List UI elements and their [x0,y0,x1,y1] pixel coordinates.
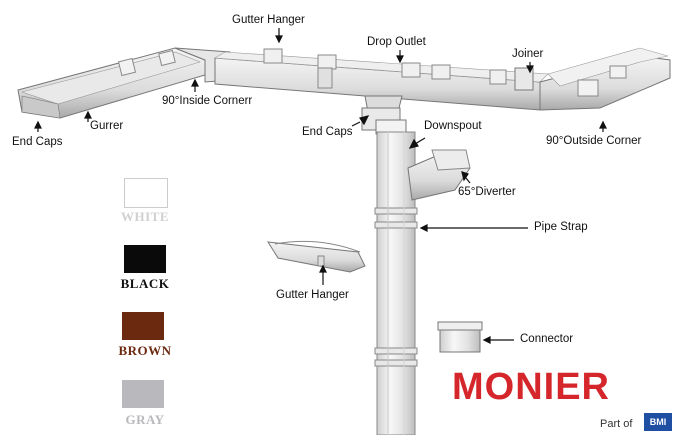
swatch-brown [122,312,164,340]
downspout-pipe [374,131,418,435]
swatch-white [124,178,168,208]
brand-logo-bmi: BMI [644,413,672,431]
swatch-label-brown: BROWN [118,343,172,358]
label-arrows [34,28,607,344]
label-outside-corner: 90°Outside Corner [546,135,642,147]
swatch-label-white: WHITE [120,209,169,224]
label-connector: Connector [520,333,574,345]
connector-piece [437,321,483,353]
label-diverter: 65°Diverter [458,186,516,198]
label-end-caps-left: End Caps [12,136,63,148]
swatch-label-gray: GRAY [125,412,165,427]
swatch-gray [122,380,164,408]
gutter-right-section [539,47,671,111]
label-gutter-hanger-bottom: Gutter Hanger [276,289,349,301]
swatch-black [124,245,166,273]
label-downspout: Downspout [424,120,482,132]
label-gurrer: Gurrer [90,120,124,132]
drop-outlet-piece [361,95,407,135]
label-drop-outlet: Drop Outlet [367,36,426,48]
brand-part-of: Part of [600,418,633,430]
label-joiner: Joiner [512,48,544,60]
gutter-hanger-lower-piece [267,240,366,273]
gutter-left-section [17,47,216,119]
label-gutter-hanger-top: Gutter Hanger [232,14,305,26]
label-inside-corner: 90°Inside Cornerr [162,95,253,107]
brand-logo-monier: MONIER [452,366,610,408]
swatch-label-black: BLACK [120,276,170,291]
label-pipe-strap: Pipe Strap [534,221,588,233]
label-end-caps-center: End Caps [302,126,353,138]
diverter-piece [407,149,471,201]
